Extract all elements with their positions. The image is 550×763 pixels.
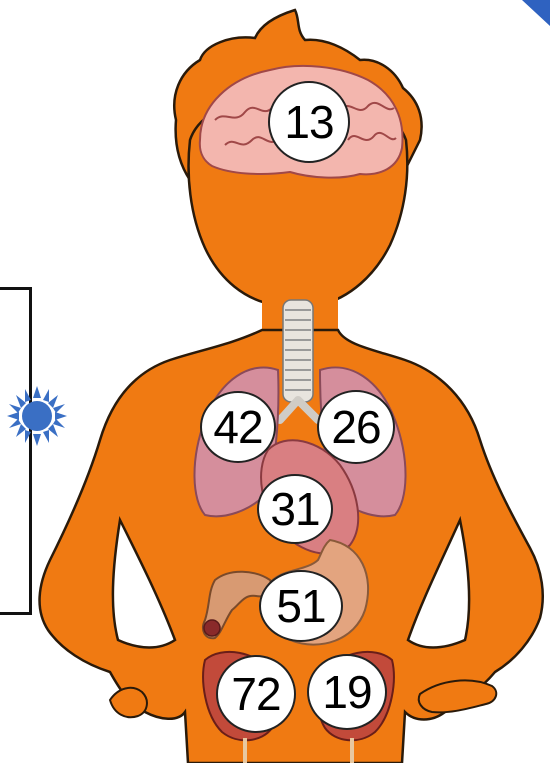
stomach-number-badge: 51 bbox=[259, 570, 343, 642]
left-hand bbox=[110, 688, 147, 717]
intestine-opening bbox=[204, 620, 220, 636]
left-lung-number-badge: 42 bbox=[200, 391, 276, 463]
right-kidney-number-badge: 19 bbox=[307, 654, 387, 730]
brain-number-badge: 13 bbox=[268, 81, 350, 163]
right-lung-number-badge: 26 bbox=[317, 390, 395, 464]
heart-number-badge: 31 bbox=[257, 474, 333, 544]
left-kidney-number-badge: 72 bbox=[216, 655, 296, 733]
